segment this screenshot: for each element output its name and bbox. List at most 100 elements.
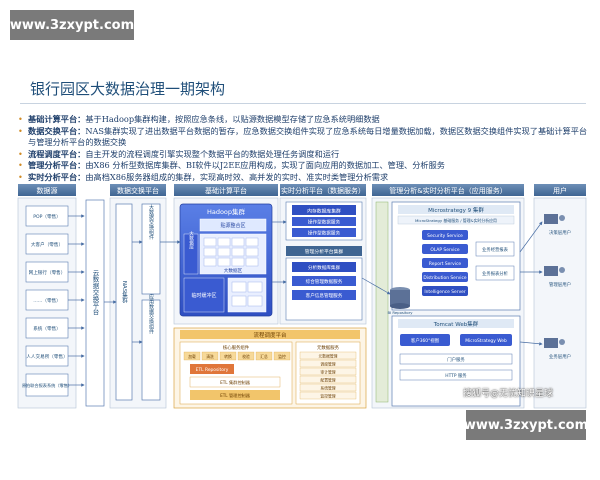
rt-cluster-item-label: 客户信息管理服务 <box>306 292 343 299</box>
tomcat-row <box>399 369 513 381</box>
bigdata-exchange-label: 大数据交换组件 <box>148 204 154 241</box>
header-mgmt <box>372 184 524 196</box>
bullet-item: •基础计算平台：基于Hadoop集群构建，按照应急条线，以贴源数据模型存储了应急… <box>18 114 592 126</box>
header-exchange <box>110 184 166 196</box>
header-source <box>18 184 76 196</box>
header-compute <box>174 184 278 196</box>
bigdata-exchange-box <box>141 203 161 295</box>
bullet-key: 数据交换平台： <box>28 125 86 136</box>
flow-grid-label: 汇总 <box>260 354 268 359</box>
flow-grid-label: 监控 <box>278 354 286 359</box>
ms-side-label: 业务报表分析 <box>482 270 508 277</box>
realtime-box <box>292 205 356 215</box>
bullet-key: 管理分析平台： <box>28 160 86 170</box>
bi-repo-bottom <box>390 303 410 309</box>
etl-repository-label: ETL Repository <box>196 367 229 373</box>
bullet-item: • 实时分析平台：由高档X86服务器组成的集群，实现高时效、高并发的实时、准实时类… <box>18 172 592 184</box>
flow-right-label: 审计管理 <box>320 370 335 375</box>
bullet-key: 流程调度平台： <box>28 148 86 159</box>
bullet-text: NAS集群实现了进出数据平台数据的暂存，应急数据交换组件实现了应急系统每日增量数… <box>28 125 588 148</box>
tomcat-item-label: 客户360°视图 <box>411 337 440 344</box>
bullet-dot-icon: • <box>18 125 23 136</box>
source-label: POP（零售） <box>33 213 61 220</box>
ms-service-label: Report Service <box>429 261 461 267</box>
rt-cluster-item <box>292 276 356 286</box>
rt-cluster-item-label: 综合管理数据服务 <box>306 278 343 285</box>
ms-side-box <box>475 265 515 281</box>
header-compute-label: 基础计算平台 <box>205 186 247 195</box>
flow-right-label: 监控管理 <box>320 394 335 399</box>
user-label: 管理层用户 <box>549 281 571 288</box>
hadoop-top-layer-label: 贴源整合区 <box>220 222 245 229</box>
ms-side-box <box>475 241 515 257</box>
architecture-diagram: 数据源 数据交换平台 基础计算平台 实时分析平台（数据服务） 管理分析&实时分析… <box>17 184 587 409</box>
apply-exchange-label: 应用数据交换组件 <box>148 293 154 335</box>
flow-right-list: 元数据管理 调度管理 审计管理 配置管理 系统管理 监控管理 <box>299 351 357 400</box>
bullet-dot-icon: • <box>18 171 23 182</box>
bi-repository: BI Repository <box>387 287 413 315</box>
hadoop-temp-zone <box>183 277 225 313</box>
user-label: 决策层用户 <box>549 229 571 236</box>
realtime-box-label: 操作型数据服务 <box>308 219 341 226</box>
watermark-top: www.3zxypt.com <box>10 10 134 40</box>
flow-grid-label: 校验 <box>242 354 250 359</box>
bullet-dot-icon: • <box>18 148 23 159</box>
mgmt-green-bar <box>375 201 389 403</box>
user-person-icon <box>559 267 565 273</box>
flow-meta-label: 元数据服务 <box>317 344 340 351</box>
header-realtime-label: 实时分析平台（数据服务） <box>281 186 365 195</box>
tomcat-title: Tomcat Web集群 <box>433 320 479 328</box>
etl-repository-box <box>190 364 234 374</box>
bullet-text: 由X86 分析型数据库集群、BI软件以J2EE应用构成，实现了面向应用的数据加工… <box>85 160 445 170</box>
bi-repo-label: BI Repository <box>387 310 413 315</box>
rt-cluster-item-label: 分析数据库集群 <box>308 264 341 271</box>
image-caption: 搜狐号@无忧知识星球 <box>463 389 554 399</box>
cloud-exchange-bar <box>85 199 105 407</box>
hadoop-top-layer <box>199 218 267 232</box>
nas-cluster-label: NAS集群 <box>121 281 128 305</box>
bi-repo-body <box>390 290 410 306</box>
hadoop-left-layer <box>183 233 199 275</box>
hadoop-mid-grid <box>231 281 263 307</box>
tomcat-row-label: 门户服务 <box>447 356 465 363</box>
etl-sub-label: ETL 集群控制器 <box>220 379 251 386</box>
microstrategy-title: Microstrategy 9 集群 <box>428 206 484 214</box>
apply-exchange-box <box>141 299 161 401</box>
user-monitor-icon <box>544 338 558 348</box>
bullet-text: 由高档X86服务器组成的集群，实现高时效、高并发的实时、准实时类管理分析需求 <box>85 171 389 182</box>
rt-cluster-title-bar <box>286 246 362 256</box>
microstrategy-services: Security Service OLAP Service Report Ser… <box>422 230 468 296</box>
users-column <box>533 197 587 409</box>
microstrategy-sub-bar <box>397 215 515 225</box>
tomcat-item <box>460 334 512 346</box>
user-monitor-icon <box>544 266 558 276</box>
cluster-to-repo-arrow <box>361 277 391 295</box>
header-mgmt-label: 管理分析&实时分析平台（应用服务） <box>389 186 506 195</box>
source-label: 人人交易所（零售） <box>26 353 67 360</box>
watermark-bottom: www.3zxypt.com <box>464 410 588 440</box>
tomcat-title-bar <box>398 319 514 328</box>
source-label: 系统（零售） <box>33 325 61 332</box>
flow-right-label: 调度管理 <box>320 362 335 367</box>
hadoop-title: Hadoop集群 <box>207 207 246 216</box>
source-label: ……（零售） <box>33 297 61 304</box>
etl-sub-box <box>189 376 281 388</box>
bullet-list: •基础计算平台：基于Hadoop集群构建，按照应急条线，以贴源数据模型存储了应急… <box>18 114 592 183</box>
hadoop-temp-label: 临时缓冲区 <box>191 292 216 299</box>
user-label: 业务层用户 <box>549 353 571 360</box>
realtime-box-label: 内存数据库集群 <box>307 208 341 215</box>
cloud-exchange-label: 云数据交换平台 <box>91 269 99 316</box>
bullet-item: •管理分析平台：由X86 分析型数据库集群、BI软件以J2EE应用构成，实现了面… <box>18 160 592 172</box>
etl-mgr-label: ETL 管理控制器 <box>220 392 251 399</box>
realtime-box <box>292 217 356 226</box>
flow-title: 流程调度平台 <box>253 331 287 339</box>
bullet-key: 实时分析平台： <box>28 171 86 182</box>
flow-grid-label: 转换 <box>224 354 232 359</box>
section-headers: 数据源 数据交换平台 基础计算平台 实时分析平台（数据服务） 管理分析&实时分析… <box>18 184 586 196</box>
flow-right-label: 元数据管理 <box>319 354 338 359</box>
bullet-text: 自主开发的流程调度引擎实现整个数据平台的数据处理任务调度和运行 <box>85 148 340 159</box>
ms-service <box>422 244 468 254</box>
flow-grid-label: 加载 <box>188 354 196 359</box>
slide-title: 银行园区大数据治理一期架构 <box>30 80 226 98</box>
flow-right-label: 系统管理 <box>320 386 335 391</box>
